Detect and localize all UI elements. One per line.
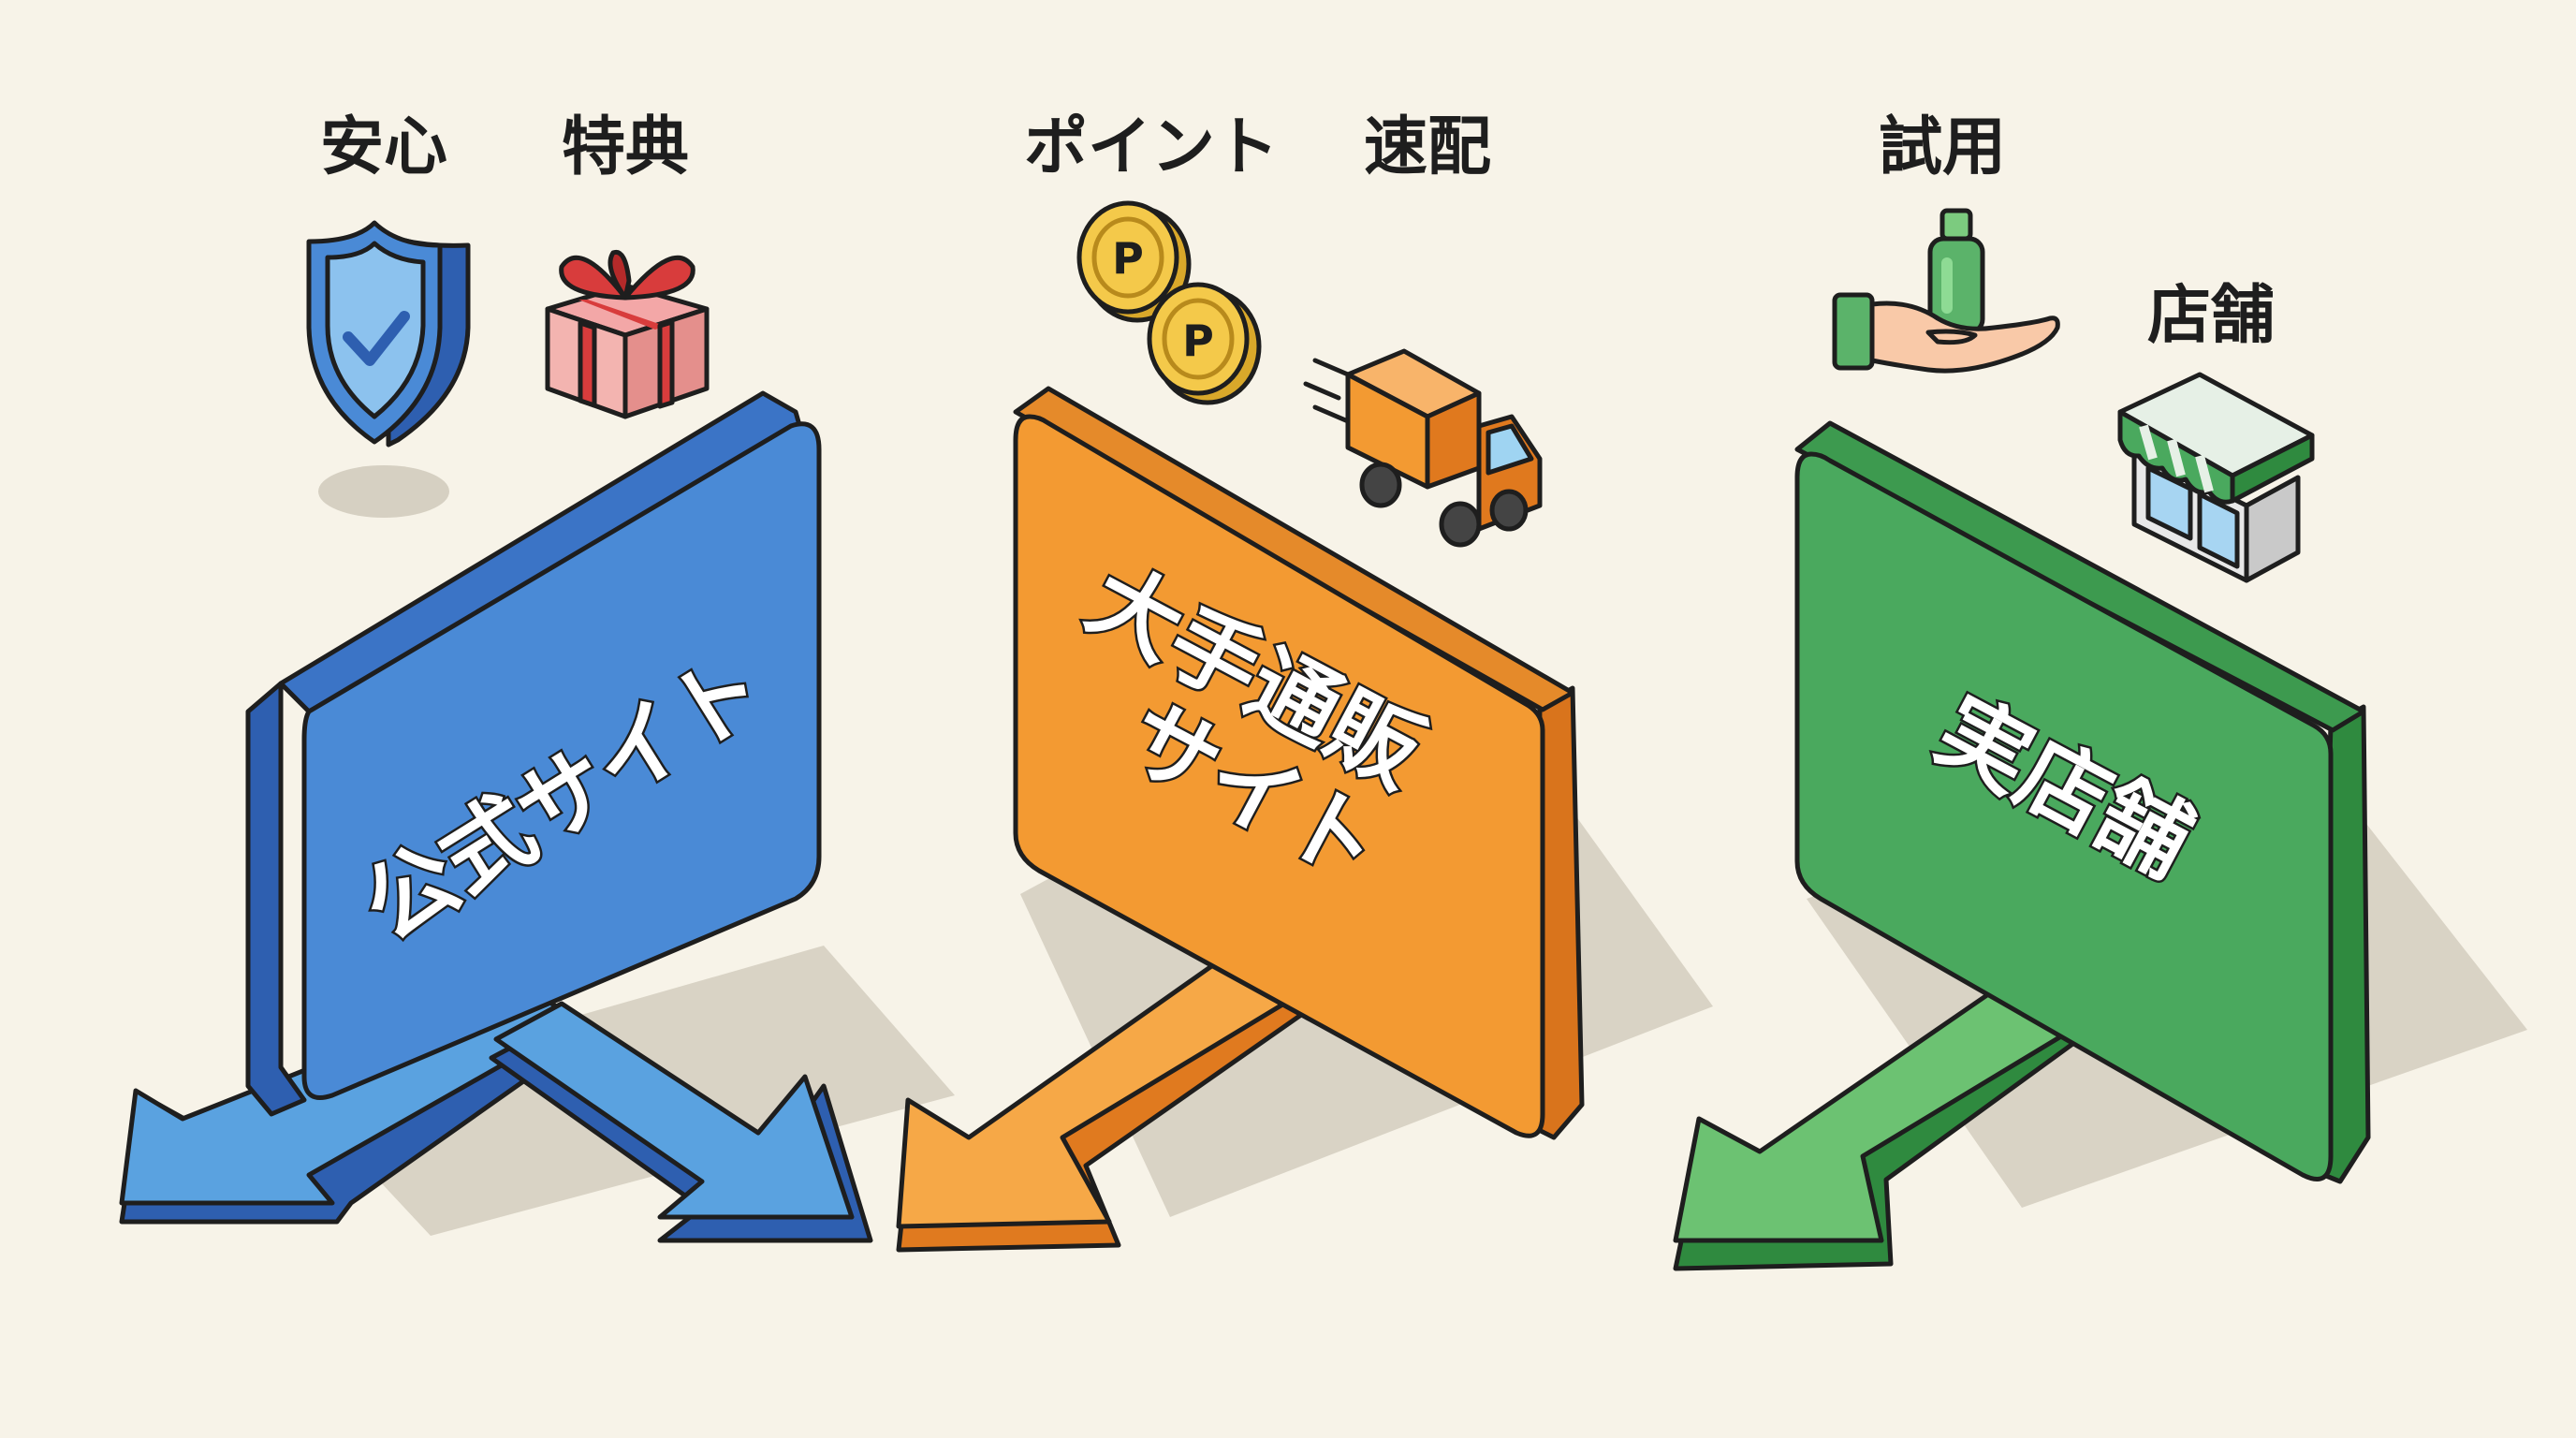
store-arrow [1673, 988, 2095, 1271]
benefit-label-point: ポイント [1024, 110, 1279, 184]
gift-box-icon [545, 249, 710, 419]
channel-official: 公式サイト 安心 特典 [119, 110, 955, 1243]
store-panel-front [1794, 451, 2334, 1181]
benefit-label-anshin: 安心 [320, 110, 447, 184]
benefit-label-sokuhai: 速配 [1364, 110, 1491, 184]
benefit-label-tenpo: 店舗 [2147, 279, 2275, 353]
svg-text:P: P [1182, 315, 1214, 366]
ec-panel-front [1013, 414, 1545, 1138]
ec-arrow [896, 960, 1323, 1253]
official-panel-side [245, 681, 307, 1117]
official-panel-front [301, 421, 822, 1100]
shield-check-icon [306, 220, 471, 448]
storefront-icon [2117, 372, 2315, 583]
channel-store: 実店舗 試用 店舗 [1673, 110, 2527, 1271]
points-coin-icon: P P [1076, 200, 1262, 405]
shield-shadow [318, 465, 449, 518]
delivery-truck-icon [1303, 348, 1543, 548]
hand-sample-bottle-icon [1832, 208, 2060, 374]
svg-text:P: P [1112, 233, 1144, 284]
benefit-label-tokuten: 特典 [562, 110, 689, 184]
channel-major-ec: 大手通販 サイト ポイント 速配 P P [896, 110, 1713, 1253]
benefit-label-shiyou: 試用 [1879, 110, 2006, 184]
official-arrow-right [489, 1001, 873, 1243]
